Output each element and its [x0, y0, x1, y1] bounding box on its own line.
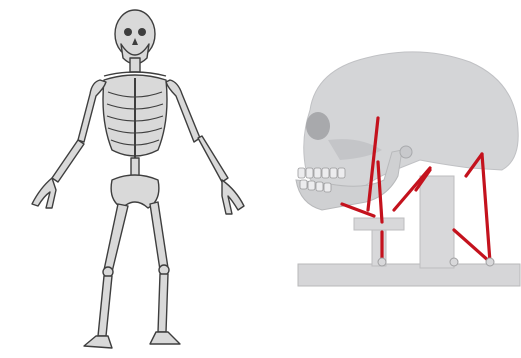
- left-forearm: [52, 140, 84, 182]
- skull-cranium: [115, 10, 155, 58]
- eye-socket: [306, 112, 330, 140]
- left-hand: [32, 178, 56, 208]
- tmj-joint: [400, 146, 412, 158]
- skull-muscle-model: [270, 0, 521, 358]
- right-forearm: [198, 136, 228, 182]
- skull-eye-left: [124, 28, 132, 36]
- left-femur: [104, 204, 128, 272]
- muscle-neck-diagonal: [454, 230, 490, 262]
- right-tibia: [158, 274, 168, 332]
- base-plate: [298, 264, 520, 286]
- right-humerus: [166, 80, 200, 142]
- right-hand: [222, 180, 244, 214]
- skeleton-illustration: [0, 0, 270, 358]
- left-tibia: [98, 276, 112, 336]
- skeleton-svg: [0, 0, 270, 358]
- right-femur: [150, 202, 168, 270]
- skull-model-svg: [270, 0, 521, 358]
- cervical-spine: [130, 58, 140, 72]
- left-foot: [84, 336, 112, 348]
- left-humerus: [78, 80, 106, 142]
- jaw-support-bar: [354, 218, 404, 230]
- right-foot: [150, 332, 180, 344]
- muscle-neck-rear: [482, 154, 490, 262]
- skull-eye-right: [138, 28, 146, 36]
- rear-support-post: [420, 176, 454, 268]
